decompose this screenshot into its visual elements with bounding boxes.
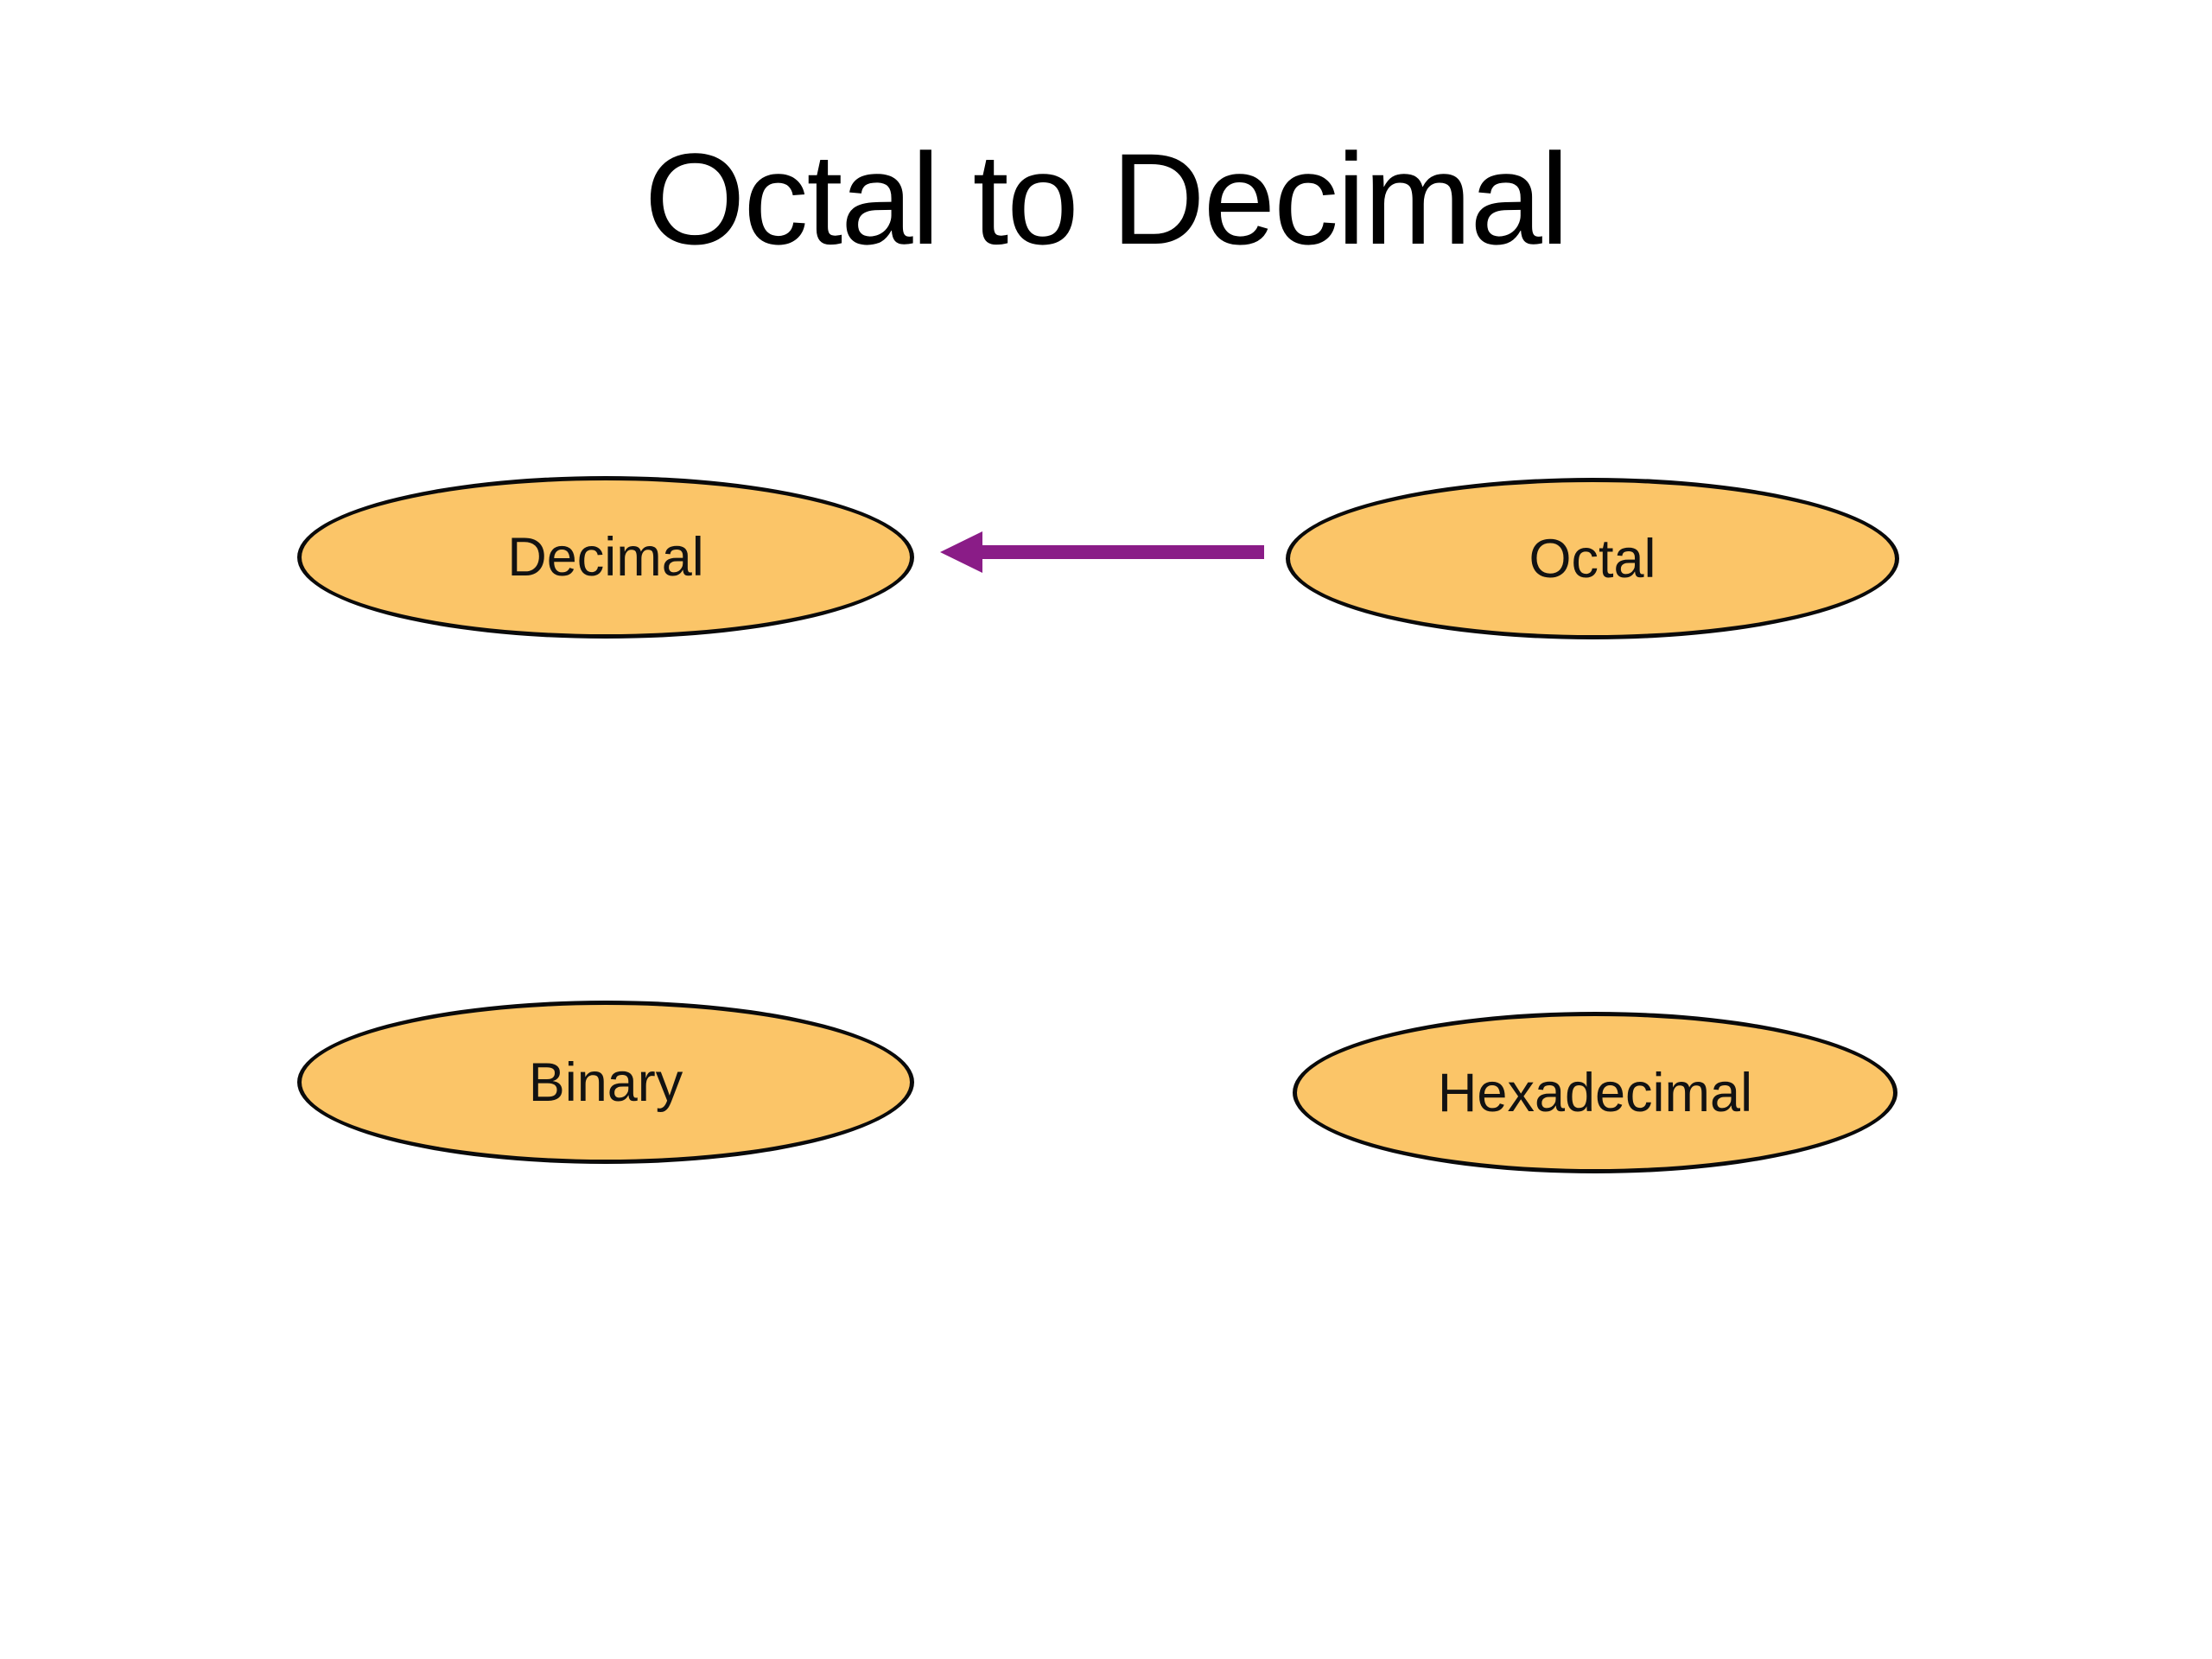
node-hexadecimal: Hexadecimal	[1293, 1012, 1897, 1173]
node-hexadecimal-label: Hexadecimal	[1437, 1062, 1753, 1123]
node-binary: Binary	[297, 1001, 914, 1164]
node-octal: Octal	[1286, 478, 1899, 639]
left-arrow-icon	[940, 531, 1264, 573]
slide-title: Octal to Decimal	[644, 126, 1569, 271]
node-decimal: Decimal	[297, 476, 914, 639]
arrow-octal-to-decimal	[940, 531, 1264, 573]
node-octal-label: Octal	[1529, 528, 1656, 589]
node-decimal-label: Decimal	[507, 527, 704, 588]
node-binary-label: Binary	[528, 1052, 683, 1113]
